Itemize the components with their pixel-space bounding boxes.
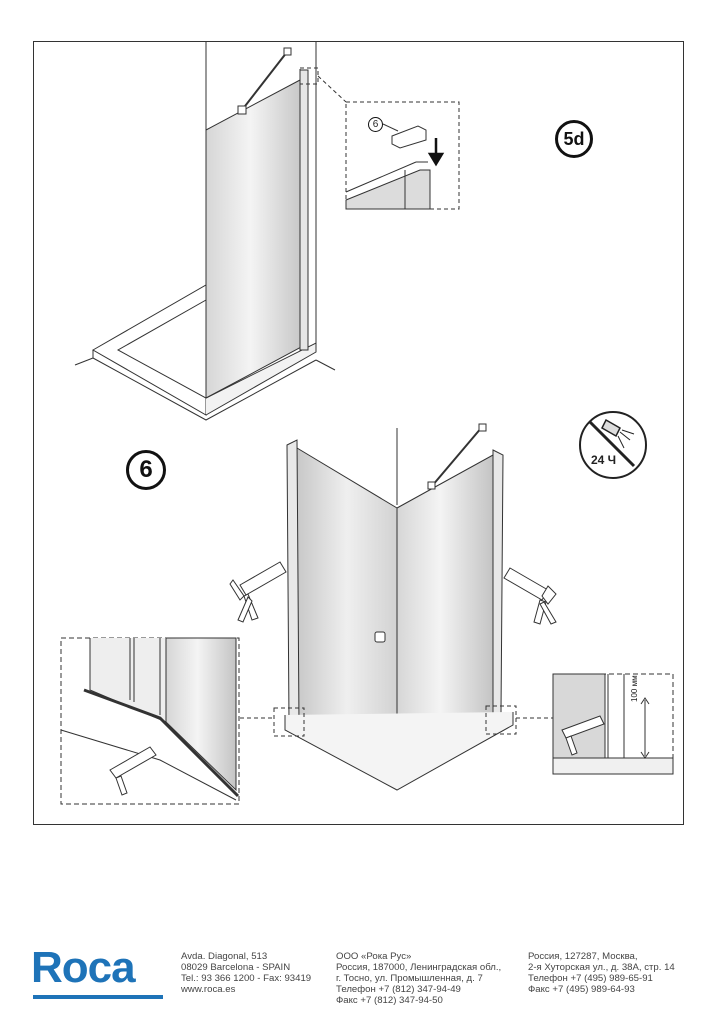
detail-left [60,637,240,805]
address-line: Tel.: 93 366 1200 - Fax: 93419 [181,973,312,984]
address-line: Телефон +7 (495) 989-65-91 [528,973,653,984]
logo-underline [33,995,163,999]
address-line: ООО «Рока Рус» [336,951,412,962]
roca-logo: Roca [31,943,136,992]
down-arrow-icon [427,138,445,167]
address-line: 2-я Хуторская ул., д. 38А, стр. 14 [528,962,675,973]
step-5d-scene [74,41,460,421]
part-number-badge: 6 [368,117,383,132]
step-number-6: 6 [126,450,166,490]
step-number-5d: 5d [555,120,593,158]
address-spain: Avda. Diagonal, 513 08029 Barcelona - SP… [181,951,311,995]
no-shower-icon [579,411,647,479]
dimension-label: 100 мм [630,675,639,702]
address-line: Россия, 187000, Ленинградская обл., [336,962,502,973]
step-6-scene [240,423,553,791]
detail-right [552,673,674,775]
footer: Roca Avda. Diagonal, 513 08029 Barcelona… [0,940,721,1024]
caulk-gun-icon [229,561,287,623]
address-line: Телефон +7 (812) 347-94-49 [336,984,461,995]
address-line: 08029 Barcelona - SPAIN [181,962,291,973]
address-line: Россия, 127287, Москва, [528,951,638,962]
cure-time-label: 24 Ч [591,453,617,467]
address-line: Факс +7 (812) 347-94-50 [336,995,443,1006]
address-line: Факс +7 (495) 989-64-93 [528,984,635,995]
address-russia-tosno: ООО «Рока Рус» Россия, 187000, Ленинград… [336,951,501,1006]
address-line: www.roca.es [181,984,236,995]
address-line: Avda. Diagonal, 513 [181,951,268,962]
address-russia-moscow: Россия, 127287, Москва, 2-я Хуторская ул… [528,951,675,995]
address-line: г. Тосно, ул. Промышленная, д. 7 [336,973,483,984]
drawing-frame [33,41,684,825]
caulk-gun-icon [503,567,557,625]
